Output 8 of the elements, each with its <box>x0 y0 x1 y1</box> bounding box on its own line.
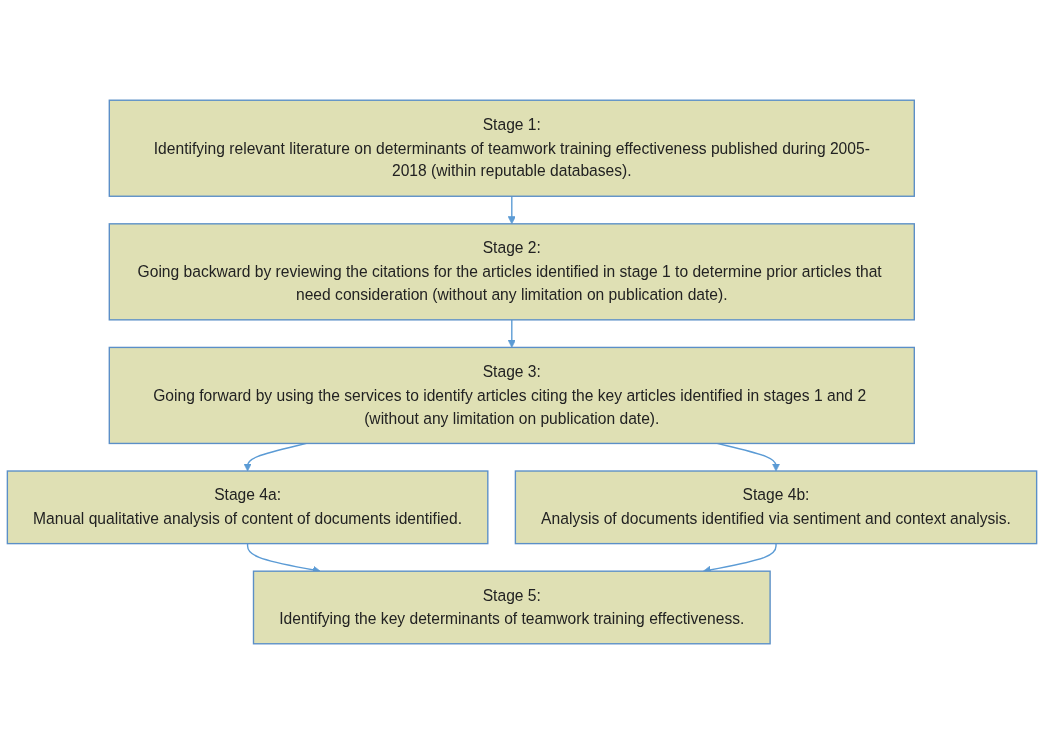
arrow <box>507 319 516 348</box>
node-box: Stage 2: Going backward by reviewing the citations for the articles identified in stage 1 to determine prior articles that need consideration (without any limitation on publication date). <box>108 223 915 321</box>
node-box: Stage 4b: Analysis of documents identified via sentiment and context analysis. <box>514 470 1038 545</box>
arrow <box>507 195 516 225</box>
node-box: Stage 5: Identifying the key determinants of teamwork training effectiveness. <box>252 570 771 645</box>
node-box: Stage 3: Going forward by using the services to identify articles citing the key articles identified in stages 1 and 2 (without any limitation on publication date). <box>108 346 915 445</box>
node-box: Stage 4a: Manual qualitative analysis of content of documents identified. <box>6 470 489 545</box>
node-box: Stage 1: Identifying relevant literature on determinants of teamwork training effectiveness published during 2005-2018 (within reputable databases). <box>108 99 915 197</box>
